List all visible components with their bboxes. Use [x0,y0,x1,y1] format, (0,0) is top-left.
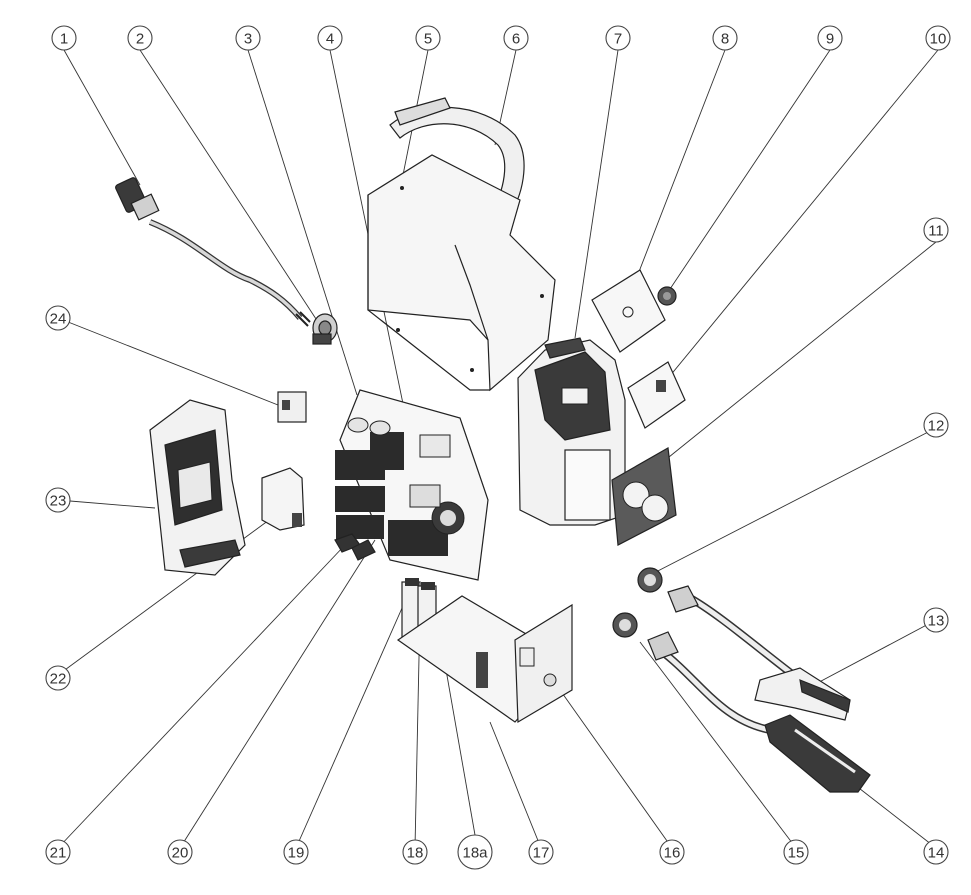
callout-label: 14 [928,845,945,862]
callout-label: 24 [50,311,67,328]
callout-label: 8 [721,31,729,48]
callout-label: 20 [172,845,189,862]
callout-label: 9 [826,31,834,48]
callout-6: 6 [503,25,529,51]
callout-2: 2 [127,25,153,51]
chassis-base [396,595,573,724]
callout-13: 13 [923,607,949,633]
callout-18: 18 [402,839,428,865]
callout-21: 21 [45,839,71,865]
callout-14: 14 [923,839,949,865]
callout-1: 1 [51,25,77,51]
housing-cover [367,154,556,392]
callout-8: 8 [712,25,738,51]
callout-12: 12 [923,412,949,438]
callout-7: 7 [605,25,631,51]
front-panel-housing [517,337,626,526]
callout-10: 10 [925,25,951,51]
callout-label: 3 [244,31,252,48]
switch-plate [627,361,686,429]
callout-label: 18a [462,845,488,862]
callout-label: 16 [664,845,681,862]
main-pcb-assembly [335,389,489,581]
callout-label: 23 [50,493,67,510]
fan-grill [611,447,677,546]
socket-12 [637,567,663,593]
callout-label: 6 [512,31,520,48]
callout-15: 15 [783,839,809,865]
callout-4: 4 [317,25,343,51]
callout-22: 22 [45,665,71,691]
callout-label: 21 [50,845,67,862]
callout-label: 15 [788,845,805,862]
relay-module-22 [261,467,305,531]
callout-label: 17 [533,845,550,862]
panel-plate [591,269,666,353]
power-cable [115,177,311,327]
electrode-holder-cable [647,631,871,793]
callout-label: 7 [614,31,622,48]
callout-label: 5 [424,31,432,48]
callout-label: 22 [50,671,67,688]
callout-9: 9 [817,25,843,51]
callout-label: 10 [930,31,947,48]
small-module-24 [277,391,307,423]
callout-label: 1 [60,31,68,48]
callout-label: 12 [928,418,945,435]
callout-5: 5 [415,25,441,51]
control-knob [657,286,677,306]
callout-3: 3 [235,25,261,51]
cable-gland [312,313,338,345]
callout-18a: 18a [457,834,493,870]
callout-11: 11 [923,217,949,243]
callout-label: 18 [407,845,424,862]
callout-16: 16 [659,839,685,865]
callout-label: 11 [928,223,944,240]
callout-20: 20 [167,839,193,865]
earth-clamp-cable [667,585,851,721]
callout-23: 23 [45,487,71,513]
callout-label: 19 [288,845,305,862]
rear-panel [149,399,246,576]
callout-label: 13 [928,613,945,630]
bracket-20 [351,539,376,561]
socket-15 [612,612,638,638]
callout-label: 4 [326,31,334,48]
callout-19: 19 [283,839,309,865]
callout-24: 24 [45,305,71,331]
callout-label: 2 [136,31,144,48]
callout-17: 17 [528,839,554,865]
